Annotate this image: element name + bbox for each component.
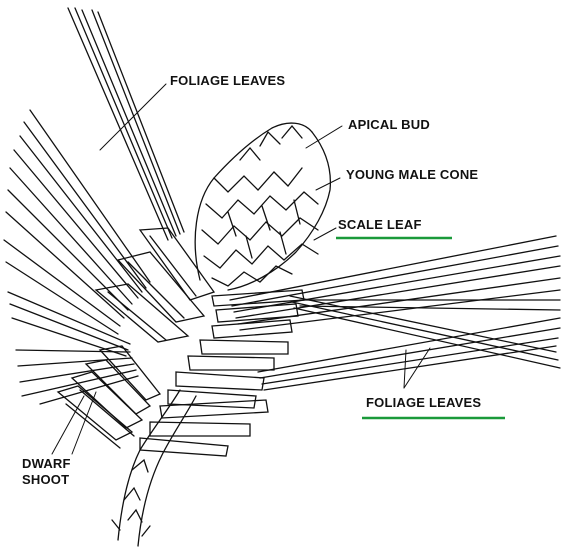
young-male-cone — [195, 123, 330, 290]
label-apical-bud: APICAL BUD — [348, 117, 430, 133]
label-foliage-leaves-top: FOLIAGE LEAVES — [170, 73, 285, 89]
label-young-male-cone: YOUNG MALE CONE — [346, 167, 478, 183]
right-needles-upper — [230, 236, 560, 330]
main-stem — [112, 390, 196, 546]
right-needles-lower — [258, 296, 560, 390]
label-foliage-leaves-bottom: FOLIAGE LEAVES — [366, 395, 481, 411]
label-scale-leaf: SCALE LEAF — [338, 217, 422, 233]
dwarf-shoot-sheaths — [58, 346, 160, 448]
label-dwarf-shoot: DWARF SHOOT — [22, 456, 71, 488]
upper-left-needles — [4, 8, 184, 334]
